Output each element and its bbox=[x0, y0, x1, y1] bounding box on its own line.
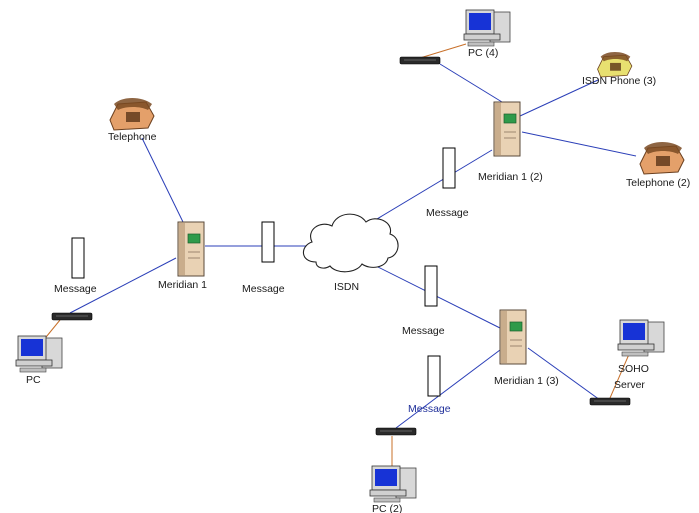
label-telephone2: Telephone (2) bbox=[626, 177, 690, 189]
message-box-left-icon bbox=[71, 237, 85, 279]
meridian1-3-server-icon bbox=[499, 309, 527, 365]
label-message-left: Message bbox=[54, 283, 97, 295]
pc4-computer-icon bbox=[463, 9, 511, 47]
telephone2-icon bbox=[639, 141, 685, 175]
meridian1-server-icon bbox=[177, 221, 205, 277]
link-meridian1-3-pc2-modem bbox=[395, 349, 501, 429]
link-meridian1-pc-modem bbox=[69, 257, 177, 314]
label-message-lower-right: Message bbox=[402, 325, 445, 337]
label-isdn-phone3: ISDN Phone (3) bbox=[582, 75, 656, 87]
label-telephone: Telephone bbox=[108, 131, 157, 143]
pc2-computer-icon bbox=[369, 465, 417, 503]
isdn-phone3-icon bbox=[597, 51, 633, 78]
soho-modem-icon bbox=[589, 397, 631, 406]
link-meridian1-2-isdn-phone3 bbox=[519, 79, 599, 117]
label-meridian1-2: Meridian 1 (2) bbox=[478, 171, 543, 183]
label-pc4: PC (4) bbox=[468, 47, 498, 59]
label-message-upper-right: Message bbox=[426, 207, 469, 219]
link-meridian1-2-telephone2 bbox=[521, 131, 637, 157]
message-box-lower-right-icon bbox=[424, 265, 438, 307]
pc2-modem-icon bbox=[375, 427, 417, 436]
label-soho: SOHO bbox=[618, 363, 649, 375]
meridian1-2-server-icon bbox=[493, 101, 521, 157]
label-meridian1: Meridian 1 bbox=[158, 279, 207, 291]
isdn-cloud-icon bbox=[302, 213, 399, 273]
message-box-center-icon bbox=[261, 221, 275, 263]
label-message-bottom: Message bbox=[408, 403, 451, 415]
pc-computer-icon bbox=[15, 335, 63, 373]
link-meridian1-3-soho-modem bbox=[527, 347, 601, 401]
link-pc4-modem-meridian1-2 bbox=[439, 63, 503, 103]
link-isdn-meridian1-2 bbox=[361, 149, 493, 229]
telephone-icon bbox=[109, 97, 155, 131]
label-message-center: Message bbox=[242, 283, 285, 295]
label-isdn: ISDN bbox=[334, 281, 359, 293]
links bbox=[69, 63, 637, 429]
pc4-modem-icon bbox=[399, 56, 441, 65]
cable-pc4 bbox=[419, 43, 467, 59]
message-box-upper-right-icon bbox=[442, 147, 456, 189]
message-box-bottom-icon bbox=[427, 355, 441, 397]
pc-modem-icon bbox=[51, 312, 93, 321]
label-pc2: PC (2) bbox=[372, 503, 402, 513]
soho-server-computer-icon bbox=[617, 319, 665, 357]
label-server: Server bbox=[614, 379, 645, 391]
label-meridian1-3: Meridian 1 (3) bbox=[494, 375, 559, 387]
link-telephone-meridian1 bbox=[141, 137, 184, 223]
label-pc: PC bbox=[26, 374, 41, 386]
cable-soho bbox=[609, 351, 631, 399]
